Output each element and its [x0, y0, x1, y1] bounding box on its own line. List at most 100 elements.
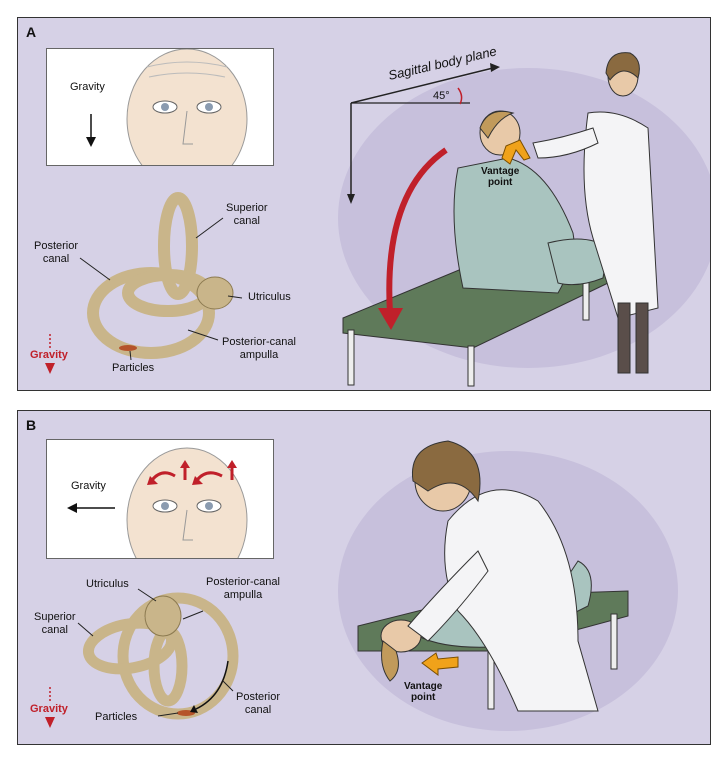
gravity-arrow-icon — [45, 717, 55, 728]
forehead-line — [146, 61, 228, 68]
forehead-line — [148, 72, 226, 78]
leader-line — [77, 622, 94, 637]
ampulla-line2: ampulla — [239, 349, 279, 361]
ampulla-line1: Posterior-canal — [222, 336, 296, 348]
superior-line1: Superior — [34, 611, 76, 623]
vantage-point-label: Vantage point — [481, 166, 519, 188]
axis-arrow-icon — [490, 63, 500, 72]
torsion-arrow-icon — [227, 460, 237, 468]
leader-line — [129, 350, 132, 361]
examiner-arm — [407, 550, 489, 642]
examiner-arm — [532, 127, 599, 159]
gravity-arrow-head-icon — [67, 503, 77, 513]
panel-a-illustration — [45, 52, 710, 387]
ampulla-line2: ampulla — [223, 589, 263, 601]
right-iris — [205, 103, 213, 111]
leader-line — [79, 257, 111, 281]
vantage-line2: point — [487, 177, 513, 188]
panel-b: B — [17, 410, 711, 745]
torsion-arrow-icon — [147, 476, 158, 485]
torsion-arrow-icon — [180, 460, 190, 468]
angle-arc — [457, 87, 463, 105]
inner-ear-b — [82, 592, 239, 720]
face-box-a: Gravity — [46, 48, 274, 166]
nose — [182, 509, 193, 541]
vantage-point-label: Vantage point — [404, 681, 442, 703]
left-iris — [161, 502, 169, 510]
table-leg — [582, 279, 590, 321]
right-iris — [205, 502, 213, 510]
leader-line — [182, 610, 204, 620]
rotation-arrow-head-icon — [378, 308, 403, 330]
leader-line — [195, 217, 224, 239]
gravity-arrow-head-icon — [86, 137, 96, 147]
panel-b-illustration — [45, 440, 678, 731]
ampulla-line1: Posterior-canal — [206, 576, 280, 588]
face-gravity-label: Gravity — [70, 81, 105, 93]
posterior-line2: canal — [42, 253, 70, 265]
gravity-red-label: Gravity — [30, 703, 68, 715]
axis-arrow-icon — [347, 194, 355, 204]
vantage-line1: Vantage — [481, 166, 520, 177]
face-box-b: Gravity — [46, 439, 274, 559]
vantage-arrow-icon — [421, 652, 459, 676]
utriculus-shape — [144, 595, 182, 637]
sagittal-axis — [350, 67, 494, 104]
table-leg — [467, 345, 475, 387]
face-illustration — [86, 49, 248, 165]
superior-line2: canal — [41, 624, 68, 636]
rotation-arrow-icon — [386, 147, 448, 314]
vantage-arrow-icon — [501, 139, 531, 165]
examiner-coat — [583, 111, 659, 319]
superior-line2: canal — [233, 215, 260, 227]
vantage-line2: point — [410, 692, 436, 703]
leader-line — [137, 588, 157, 602]
panel-a: A — [17, 17, 711, 391]
torsion-arrow-icon — [195, 471, 223, 482]
gravity-red-label: Gravity — [30, 349, 68, 361]
angle-label: 45° — [433, 90, 450, 102]
examiner-leg — [635, 302, 649, 374]
examiner-hair — [411, 440, 481, 503]
leader-line — [157, 712, 179, 717]
vantage-line1: Vantage — [404, 681, 443, 692]
particle-path — [195, 660, 229, 710]
patient-hair — [479, 110, 515, 139]
examiner-leg — [617, 302, 631, 374]
leader-line — [187, 329, 219, 341]
utriculus-shape — [196, 276, 234, 310]
examiner-hair — [605, 52, 640, 81]
utriculus-label: Utriculus — [248, 291, 291, 303]
table-leg — [347, 329, 355, 386]
patient-hair — [381, 640, 399, 682]
particle-path-arrow-icon — [190, 705, 198, 713]
particles-cluster — [119, 345, 137, 351]
torsion-arrow-icon — [192, 476, 203, 485]
utriculus-label: Utriculus — [86, 578, 129, 590]
superior-canal-label: Superior canal — [34, 611, 76, 637]
posterior-line1: Posterior — [34, 240, 79, 252]
superior-canal — [158, 192, 198, 300]
posterior-canal-label: Posterior canal — [236, 691, 280, 717]
posterior-canal-label: Posterior canal — [34, 240, 78, 266]
face-gravity-label: Gravity — [71, 480, 106, 492]
superior-canal-label: Superior canal — [226, 202, 268, 228]
table-leg — [610, 613, 618, 670]
posterior-line2: canal — [244, 704, 272, 716]
inner-ear-a — [87, 192, 234, 359]
left-iris — [161, 103, 169, 111]
face-shape — [126, 49, 248, 165]
leader-line — [222, 680, 234, 692]
gravity-arrow-icon — [45, 363, 55, 374]
particles-label: Particles — [95, 711, 138, 723]
posterior-line1: Posterior — [236, 691, 281, 703]
panel-letter: A — [26, 24, 37, 40]
torsion-arrow-icon — [150, 471, 176, 482]
face-illustration — [67, 447, 248, 558]
ampulla-label: Posterior-canal ampulla — [222, 336, 296, 362]
particles-label: Particles — [112, 362, 155, 374]
panel-letter: B — [26, 417, 37, 433]
ampulla-label: Posterior-canal ampulla — [206, 576, 280, 602]
nose — [182, 110, 193, 145]
leader-line — [227, 295, 243, 299]
